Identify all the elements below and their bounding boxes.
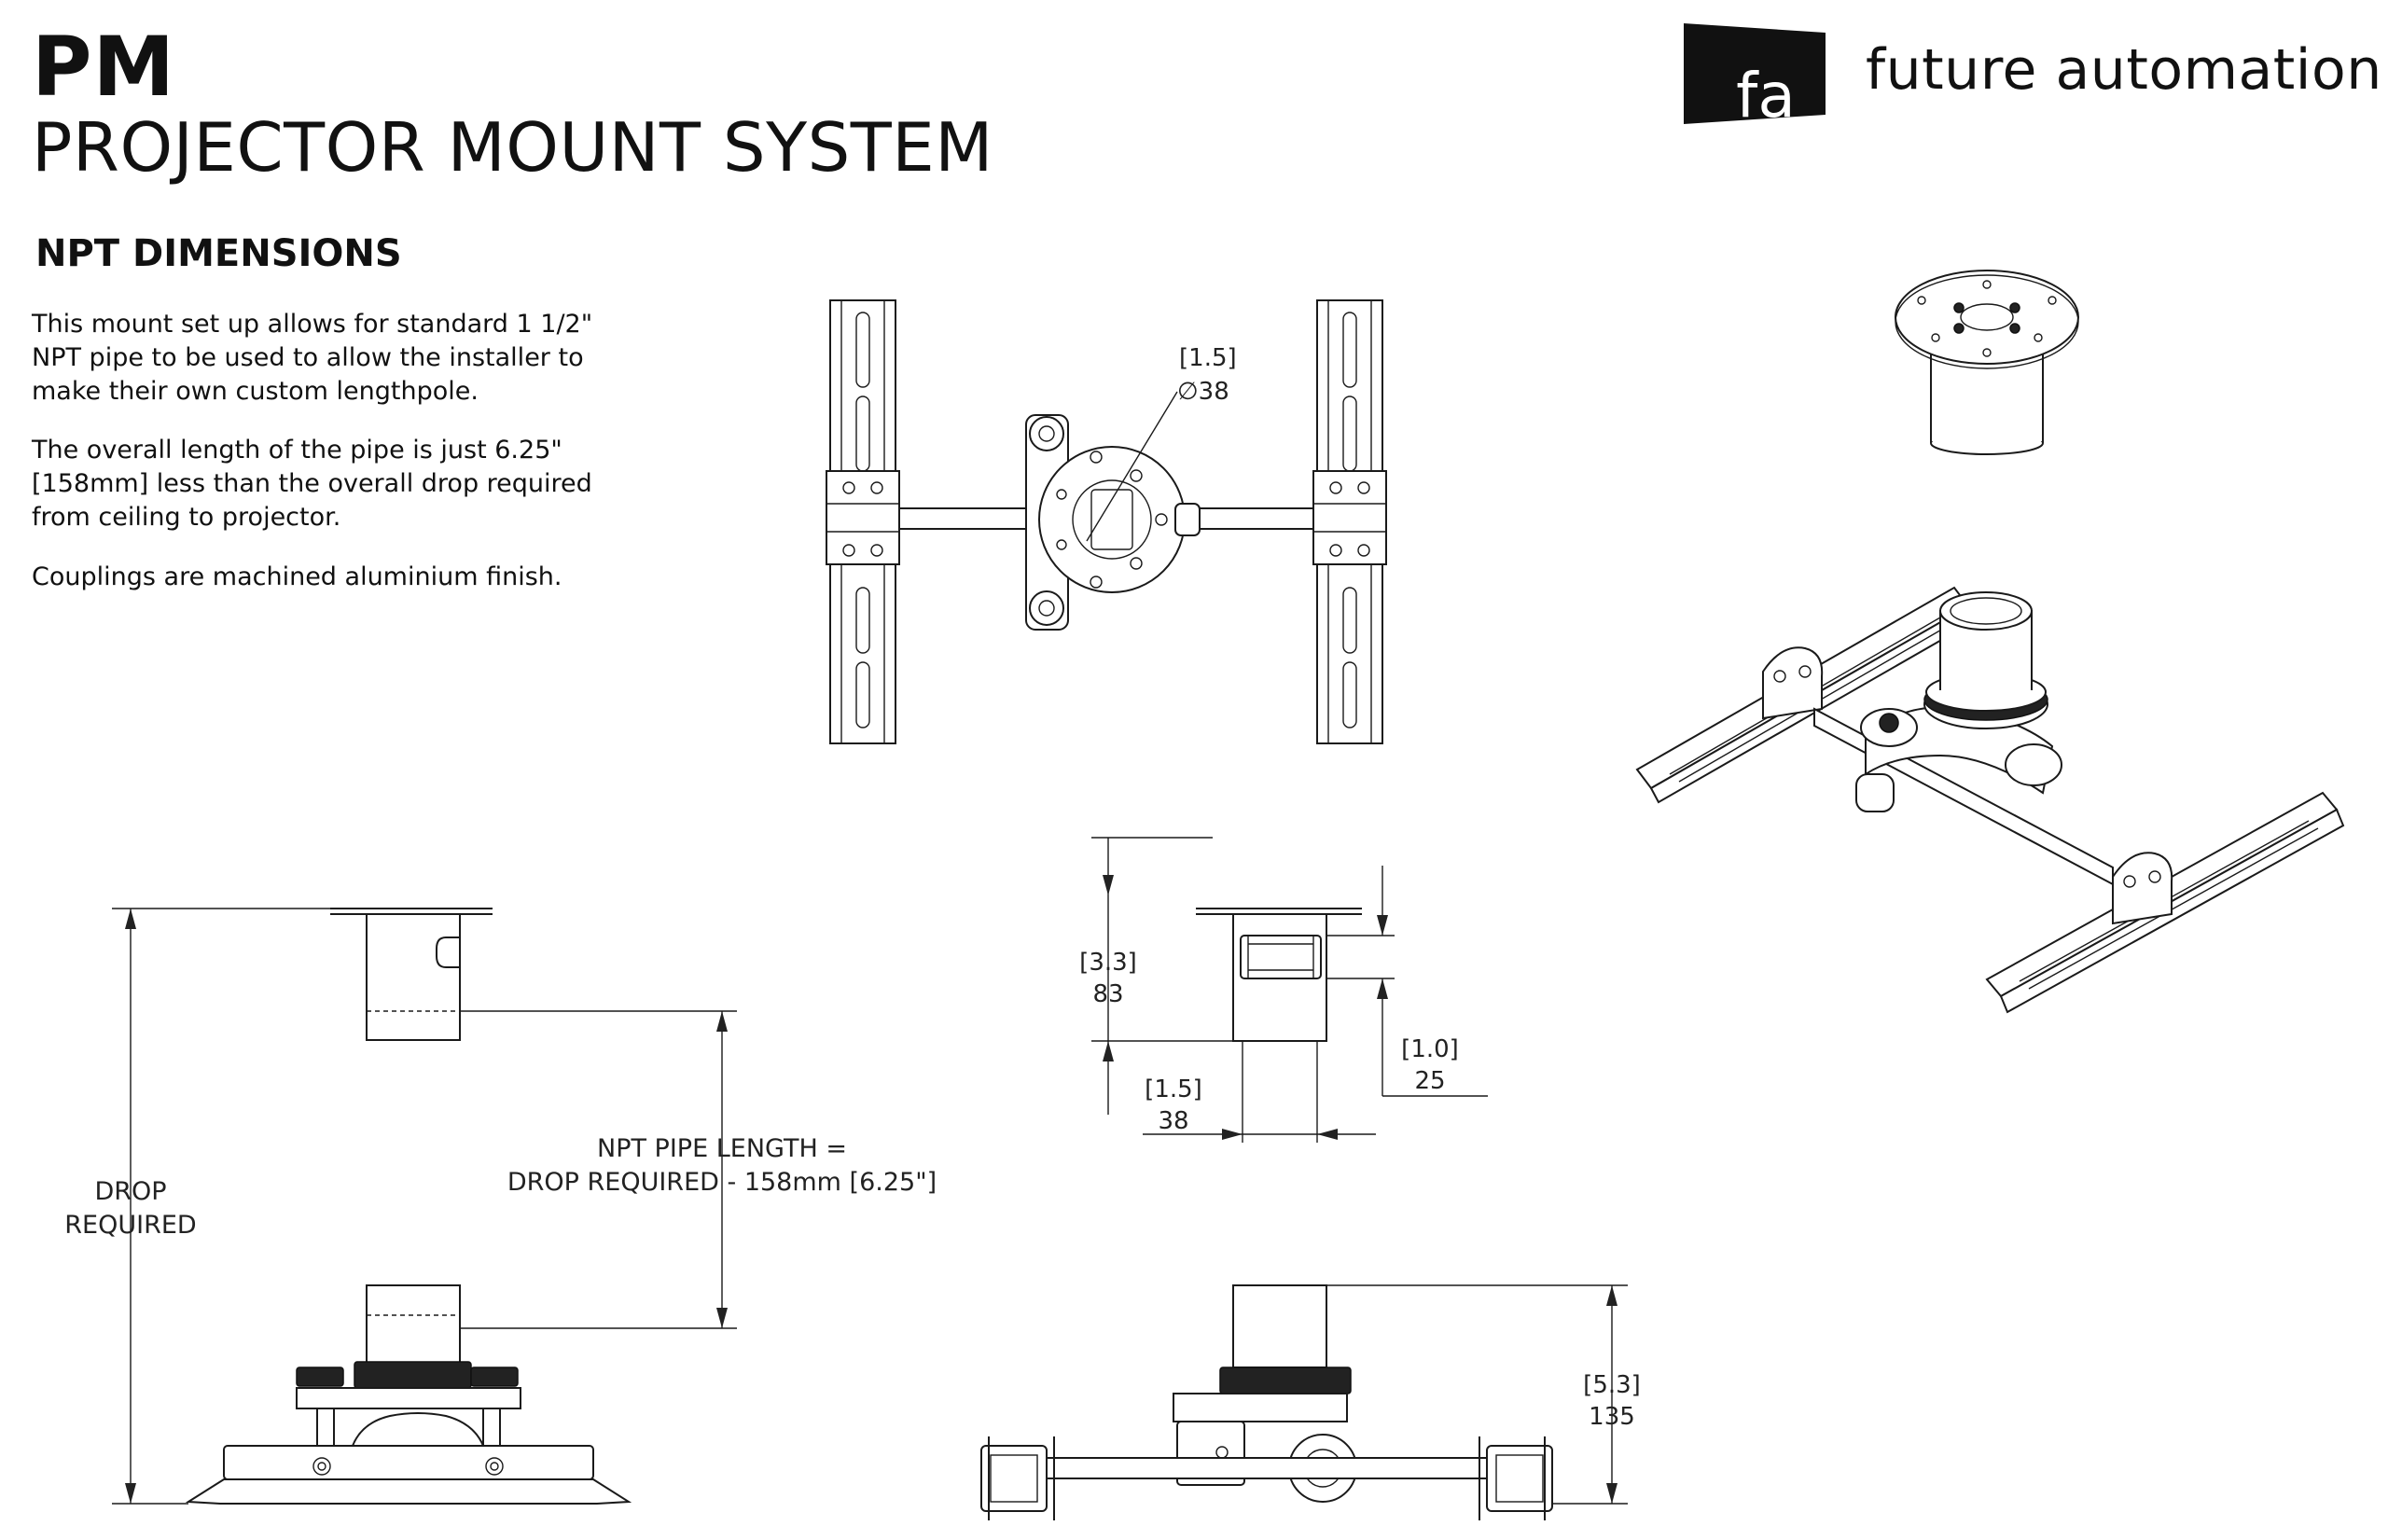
- iso-assembly-drawing: [1635, 586, 2345, 1014]
- description-paragraph: Couplings are machined aluminium finish.: [32, 562, 562, 591]
- iso-flange-drawing: [1895, 270, 2079, 455]
- drop-label-line1: DROP: [94, 1177, 166, 1206]
- dim-depth-mm: 25: [1414, 1067, 1445, 1095]
- section-heading: NPT DIMENSIONS: [35, 232, 402, 275]
- logo-mark-icon: fa: [1684, 23, 1826, 124]
- coupler-detail-drawing: [1091, 837, 1488, 1143]
- drop-label-line2: REQUIRED: [64, 1211, 196, 1240]
- dim-width-inch: [1.5]: [1145, 1075, 1202, 1103]
- page-title: PM: [32, 19, 176, 115]
- dim-height-mm: 83: [1092, 980, 1123, 1008]
- dim-base-inch: [5.3]: [1583, 1371, 1641, 1399]
- description-paragraph: This mount set up allows for standard 1 …: [32, 310, 593, 406]
- top-view-drawing: [826, 299, 1387, 744]
- description-paragraph: The overall length of the pipe is just 6…: [32, 436, 592, 532]
- side-view-drawing: [112, 908, 737, 1505]
- dim-top-mm: ∅38: [1177, 378, 1229, 406]
- front-view-drawing: [980, 1284, 1628, 1520]
- dim-depth-inch: [1.0]: [1401, 1035, 1459, 1063]
- dim-top-inch: [1.5]: [1179, 344, 1237, 372]
- dim-height-inch: [3.3]: [1079, 949, 1137, 977]
- logo-wordmark: future automation: [1866, 37, 2382, 103]
- npt-label-line2: DROP REQUIRED - 158mm [6.25"]: [507, 1168, 937, 1197]
- dim-width-mm: 38: [1158, 1107, 1188, 1135]
- dim-base-mm: 135: [1589, 1403, 1635, 1431]
- page-subtitle: PROJECTOR MOUNT SYSTEM: [32, 108, 993, 187]
- logo-mark-text: fa: [1736, 60, 1796, 124]
- npt-label-line1: NPT PIPE LENGTH =: [597, 1134, 847, 1163]
